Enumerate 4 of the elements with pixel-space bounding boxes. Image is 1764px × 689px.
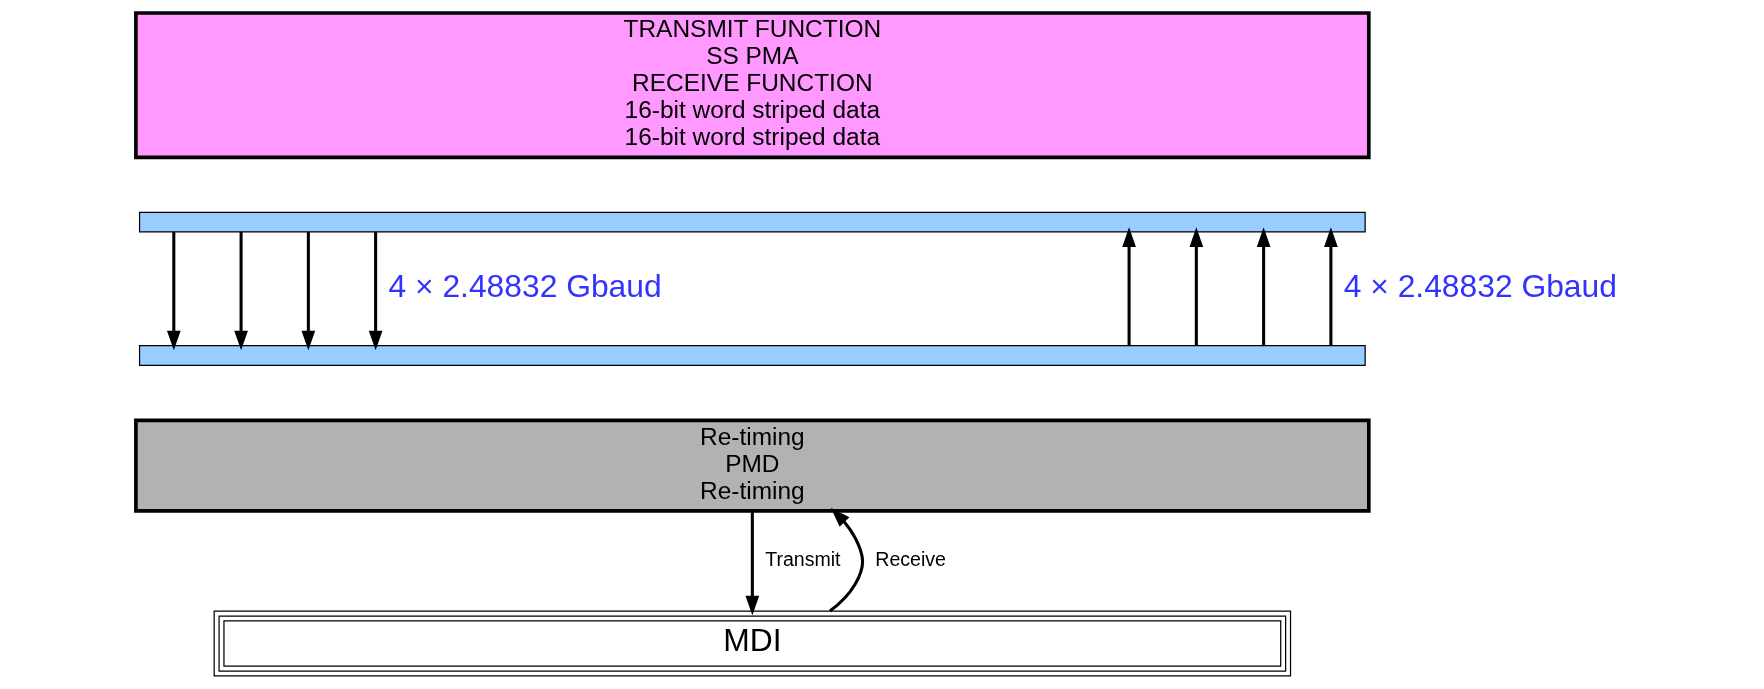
edge-label: Receive <box>875 547 946 570</box>
edge-label: Transmit <box>765 547 841 570</box>
edge-label: 4 × 2.48832 Gbaud <box>388 268 662 305</box>
edge-label: 4 × 2.48832 Gbaud <box>1343 268 1617 305</box>
